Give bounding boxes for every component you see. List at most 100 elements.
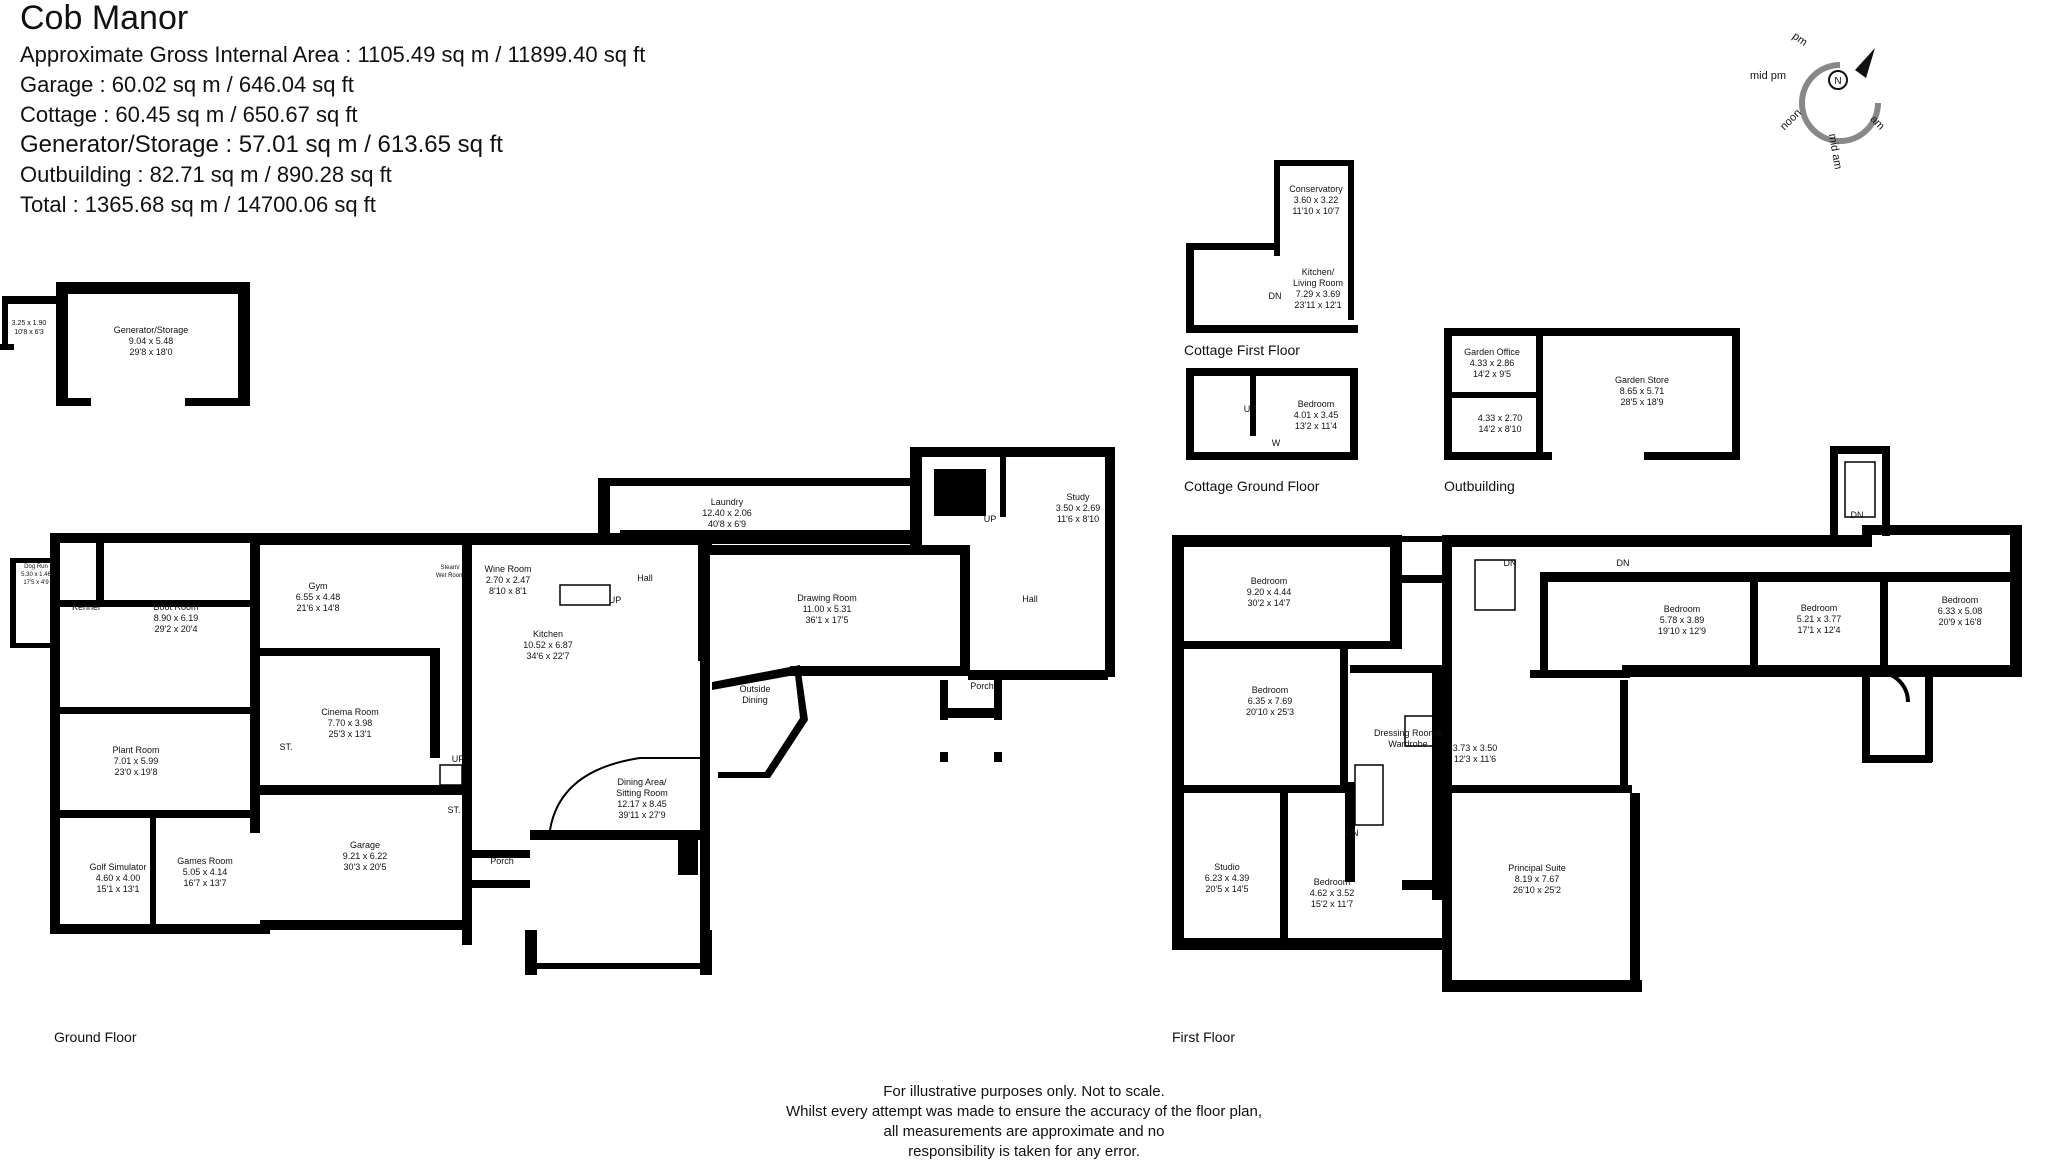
room-name: Plant Room [112,745,159,755]
room-dims: 30'2 x 14'7 [1248,598,1291,608]
room-dims: 6.35 x 7.69 [1248,696,1293,706]
room-dims: 20'9 x 16'8 [1939,617,1982,627]
compass: N pm mid pm noon mid am am [1750,30,1887,170]
room-dims: 15'2 x 11'7 [1311,899,1353,909]
room-dims: 12'3 x 11'6 [1454,754,1496,764]
room-dims: 14'2 x 9'5 [1473,369,1511,379]
room-dims: 20'10 x 25'3 [1246,707,1294,717]
room-dims: 8.19 x 7.67 [1515,874,1560,884]
area-line: Approximate Gross Internal Area : 1105.4… [20,42,646,67]
room-dims: 15'1 x 13'1 [97,884,140,894]
generator-storage-building: 3.25 x 1.90 10'8 x 6'3 Generator/Storage… [0,282,250,406]
area-line: Total : 1365.68 sq m / 14700.06 sq ft [20,192,376,217]
room-dims: 8.65 x 5.71 [1620,386,1665,396]
disclaimer-line: Whilst every attempt was made to ensure … [785,1103,1263,1120]
room-name: Kennel [72,602,100,612]
room-name: Bedroom [1251,576,1288,586]
room-name: Kitchen [533,629,563,639]
room-dims: 23'11 x 12'1 [1294,300,1341,310]
room-name: Gym [309,581,328,591]
room-dims: 3.50 x 2.69 [1056,503,1101,513]
room-dims: 12.40 x 2.06 [702,508,752,518]
room-name: Principal Suite [1508,863,1566,873]
room-name: Dog Run [24,564,48,570]
room-dims: 8.90 x 6.19 [154,613,199,623]
room-dims: 10'8 x 6'3 [14,329,44,336]
room-dims: 14'2 x 8'10 [1479,424,1522,434]
room-dims: 9.21 x 6.22 [343,851,388,861]
room-name: Boot Room [153,602,198,612]
area-line: Generator/Storage : 57.01 sq m / 613.65 … [20,131,503,158]
stair-down-label: DN [1851,510,1864,520]
disclaimer: For illustrative purposes only. Not to s… [0,1082,2048,1162]
room-dims: 2.70 x 2.47 [486,575,531,585]
room-name: Porch [490,856,514,866]
stair-down-label: DN [1504,558,1517,568]
header: Cob Manor Approximate Gross Internal Are… [20,0,645,220]
compass-needle [1855,48,1875,78]
room-name: Conservatory [1289,184,1343,194]
ground-floor-plan: Dog Run 5.30 x 1.46 17'5 x 4'9 Kennel Bo… [10,447,1115,975]
room-name: Wine Room [484,564,531,574]
room-name: Garden Store [1615,375,1669,385]
room-dims: 16'7 x 13'7 [184,878,227,888]
room-dims: 19'10 x 12'9 [1658,626,1706,636]
room-name: Bedroom [1664,604,1701,614]
room-name: Study [1066,492,1090,502]
north-icon [1828,70,1848,90]
room-dims: 7.29 x 3.69 [1296,289,1341,299]
room-dims: 11.00 x 5.31 [803,604,852,614]
room-name: Dressing Room& [1374,728,1442,738]
room-dims: 4.01 x 3.45 [1294,410,1339,420]
area-line: Outbuilding : 82.71 sq m / 890.28 sq ft [20,162,392,187]
stair-down-label: DN [1346,828,1359,838]
storage-label: ST. [447,805,460,815]
room-name: Dining [742,695,768,705]
stair-up-label: UP [609,595,622,605]
cottage-plan: Conservatory 3.60 x 3.22 11'10 x 10'7 Ki… [1184,160,1358,494]
room-name: Bedroom [1252,685,1289,695]
room-dims: 20'5 x 14'5 [1206,884,1249,894]
room-dims: 13'2 x 11'4 [1295,421,1337,431]
room-dims: 17'1 x 12'4 [1798,625,1841,635]
room-dims: 11'6 x 8'10 [1057,514,1099,524]
room-dims: 6.33 x 5.08 [1938,606,1983,616]
storage-label: ST. [279,742,292,752]
room-name: Bedroom [1314,877,1351,887]
room-dims: 17'5 x 4'9 [23,580,49,586]
room-name: Hall [637,573,653,583]
room-name: Hall [1022,594,1038,604]
room-dims: 36'1 x 17'5 [806,615,849,625]
room-dims: 29'8 x 18'0 [130,347,173,357]
room-name: Bedroom [1801,603,1838,613]
disclaimer-line: responsibility is taken for any error. [908,1143,1140,1160]
room-dims: 8'10 x 8'1 [489,586,527,596]
room-name: Studio [1214,862,1240,872]
room-dims: 9.20 x 4.44 [1247,587,1292,597]
room-dims: 4.33 x 2.70 [1478,413,1523,423]
room-dims: 4.62 x 3.52 [1310,888,1355,898]
stair-down-label: DN [1617,558,1630,568]
room-dims: 5.78 x 3.89 [1660,615,1705,625]
area-line: Cottage : 60.45 sq m / 650.67 sq ft [20,102,358,127]
room-name: Outside [739,684,770,694]
outbuilding-plan: Garden Office 4.33 x 2.86 14'2 x 9'5 Gar… [1444,328,1740,494]
room-name: Bedroom [1298,399,1335,409]
floor-label-outbuilding: Outbuilding [1444,478,1515,494]
room-name: Steam/ [440,565,459,571]
first-floor-plan: Bedroom 9.20 x 4.44 30'2 x 14'7 Bedroom … [1172,446,2022,992]
room-dims: 29'2 x 20'4 [155,624,198,634]
room-dims: 40'8 x 6'9 [708,519,746,529]
disclaimer-line: all measurements are approximate and no [883,1123,1165,1140]
washer-label: W [1272,438,1281,448]
stair-down-label: DN [1269,291,1282,301]
room-name: Drawing Room [797,593,857,603]
stair-up-label: UP [1244,404,1257,414]
stair-up-label: UP [452,754,465,764]
room-dims: 11'10 x 10'7 [1292,206,1339,216]
floor-label-cottage-ground: Cottage Ground Floor [1184,478,1320,494]
room-dims: 23'0 x 19'8 [115,767,158,777]
room-name: Kitchen/ [1302,267,1335,277]
floor-label-first: First Floor [1172,1029,1235,1045]
